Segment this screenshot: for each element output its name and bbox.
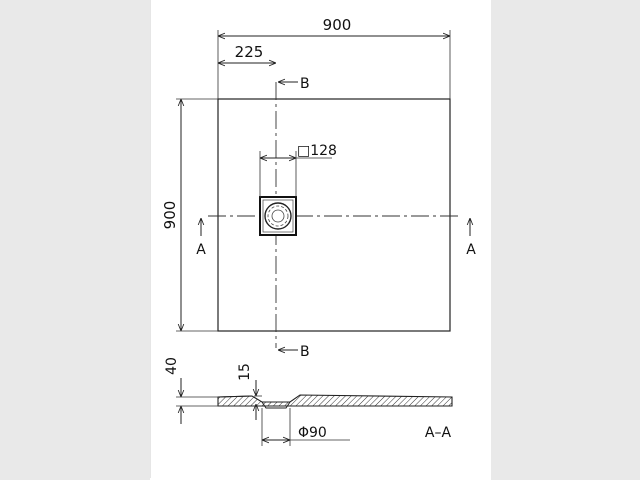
dim-offset-225: 225 <box>235 43 264 61</box>
section-b-top: B <box>300 76 310 92</box>
dim-thickness-40: 40 <box>164 357 180 375</box>
section-caption: A–A <box>425 425 452 441</box>
dim-height-900: 900 <box>161 201 179 230</box>
dim-lip-15: 15 <box>237 363 253 381</box>
dim-width-900: 900 <box>323 16 352 34</box>
dim-drain-128: □128 <box>297 143 337 159</box>
right-margin <box>491 0 640 480</box>
section-a-left: A <box>196 242 206 258</box>
section-profile <box>217 394 453 409</box>
section-a-right: A <box>466 242 476 258</box>
dim-outlet-90: Φ90 <box>298 425 327 441</box>
left-margin <box>0 0 150 480</box>
tray-outline <box>217 98 451 332</box>
section-b-bottom: B <box>300 344 310 360</box>
drain-grate-icon <box>264 202 292 230</box>
